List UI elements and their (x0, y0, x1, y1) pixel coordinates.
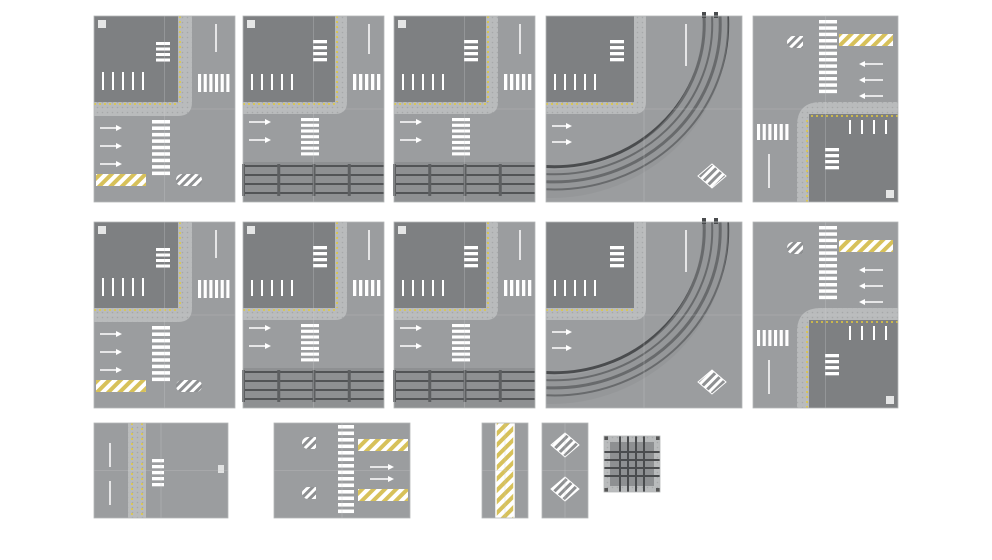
tile-r3-hatched-median (541, 422, 589, 519)
tile-r2-curved-tram (545, 218, 743, 409)
tile-r3-median-road (93, 422, 229, 519)
tile-r3-tram-crossing (603, 435, 661, 493)
tile-r1-corner-tram (242, 15, 385, 203)
tile-r3-crosswalk-lanes (273, 422, 411, 519)
tile-r1-corner-crosswalk (93, 15, 236, 203)
tile-r2-corner-flipped (752, 221, 899, 409)
tile-r2-corner-tram-2 (393, 221, 536, 409)
tile-r1-corner-flipped (752, 15, 899, 203)
tiles-layer (93, 12, 899, 519)
tile-r3-striped-median (481, 422, 529, 519)
tile-r2-corner-tram (242, 221, 385, 409)
tile-r2-corner-crosswalk (93, 221, 236, 409)
tile-r1-curved-tram (545, 12, 743, 203)
tile-r1-corner-tram-2 (393, 15, 536, 203)
